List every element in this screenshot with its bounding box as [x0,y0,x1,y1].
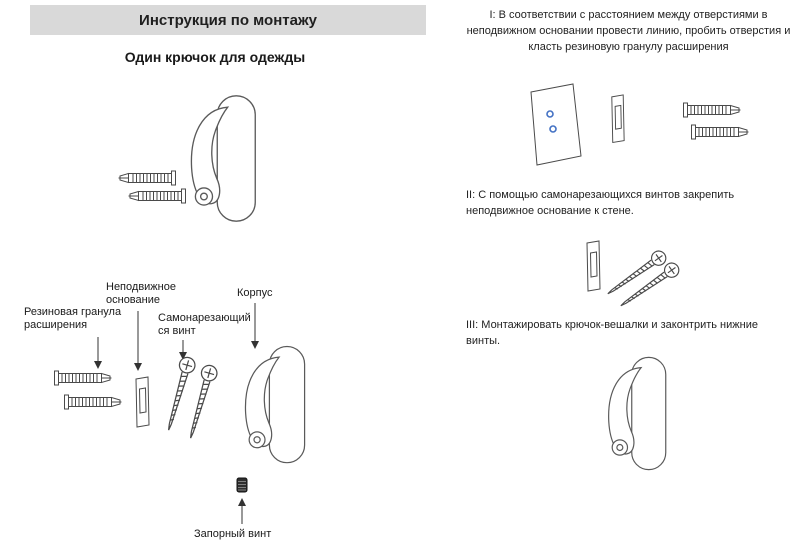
expansion-dowel-icon [118,170,176,186]
fixed-base-icon [135,376,150,428]
subtitle: Один крючок для одежды [124,49,306,65]
locking-set-screw-icon [236,477,248,493]
arrow-down-icon [94,337,102,369]
fixed-base-icon [611,94,625,143]
expansion-dowel-icon [128,188,186,204]
arrow-up-icon [238,498,246,524]
step-3-illustration [608,356,667,471]
self-tapping-screw-icon [182,362,220,441]
arrow-down-icon [134,311,142,371]
assembled-hook-illustration [118,95,256,222]
step-2-text: II: С помощью самонарезающихся винтов за… [466,189,735,217]
clothes-hook-icon [244,345,306,464]
label-fixed-base: Неподвижное основание [106,281,176,307]
self-tapping-screw-icon [603,247,670,301]
fixed-base-icon [586,240,601,292]
arrow-down-icon [251,303,259,349]
step-3-text: III: Монтажировать крючок-вешалки и зако… [466,319,758,347]
page-title: Инструкция по монтажу [30,5,426,35]
expansion-dowel-icon [691,124,749,140]
label-locking-screw: Запорный винт [194,528,272,540]
label-self-tapping-screw: Самонарезающий ся винт [158,312,251,338]
expansion-dowel-icon [54,370,112,386]
hook-body-illustration [244,345,306,464]
expansion-dowel-icon [683,102,741,118]
arrow-down-icon [179,340,187,360]
clothes-hook-icon [608,356,667,471]
step-1-text: I: В соответствии с расстоянием между от… [466,9,791,53]
clothes-hook-icon [190,95,256,222]
wall-plate-icon [530,83,582,166]
fixed-base-illustration [135,376,150,428]
screws-illustration [160,354,220,441]
label-body: Корпус [237,287,273,299]
self-tapping-screw-icon [160,354,198,433]
locking-screw-illustration [236,477,248,493]
label-rubber-plug: Резиновая гранула расширения [24,306,122,332]
expansion-dowel-icon [64,394,122,410]
rubber-plug-illustration [54,370,122,410]
step-2-illustration [586,240,683,313]
step-1-illustration [530,83,749,166]
